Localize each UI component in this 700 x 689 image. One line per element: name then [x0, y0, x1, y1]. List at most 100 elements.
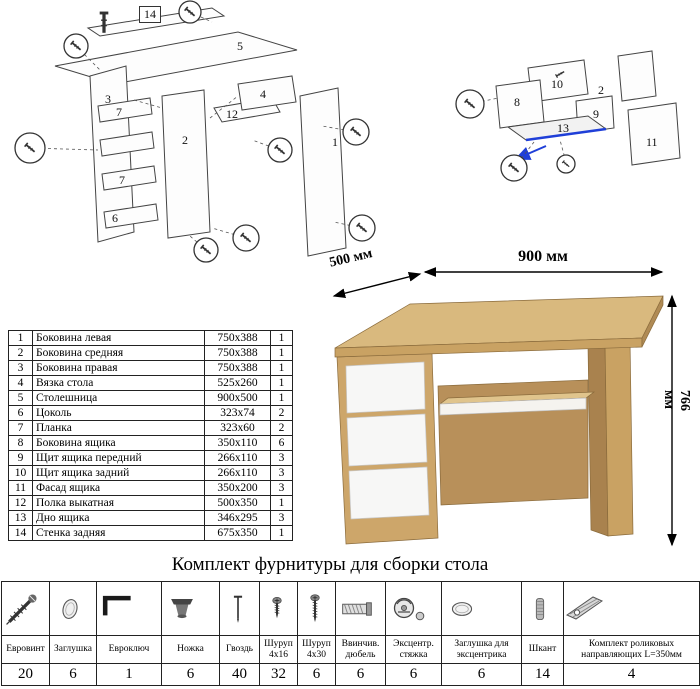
- part-callout-13: 13: [557, 121, 569, 135]
- part-size: 525х260: [204, 375, 271, 391]
- hardware-name: Ввинчив. дюбель: [335, 635, 386, 664]
- hardware-name: Гвоздь: [219, 635, 260, 664]
- part-size: 346х295: [204, 510, 271, 526]
- threaded-dowel-icon: [342, 601, 372, 616]
- height-dimension-label: 766 мм: [661, 390, 692, 411]
- part-qty: 1: [270, 525, 293, 541]
- part-qty: 1: [270, 330, 293, 346]
- part-num: 3: [8, 360, 33, 376]
- hardware-name: Шкант: [521, 635, 564, 664]
- part-callout-10: 10: [551, 77, 563, 91]
- part-name: Боковина левая: [32, 330, 205, 346]
- part-name: Планка: [32, 420, 205, 436]
- hardware-name: Заглушка для эксцентрика: [441, 635, 522, 664]
- confirmat-screw-icon: [6, 593, 37, 625]
- part-size: 675х350: [204, 525, 271, 541]
- part-name: Стенка задняя: [32, 525, 205, 541]
- part-qty: 1: [270, 375, 293, 391]
- part-num: 7: [8, 420, 33, 436]
- hardware-qty: 32: [259, 663, 298, 686]
- hardware-names-row: Евровинт Заглушка Евроключ Ножка Гвоздь …: [1, 635, 700, 664]
- part-name: Щит ящика задний: [32, 465, 205, 481]
- part-num: 2: [8, 345, 33, 361]
- part-size: 750х388: [204, 360, 271, 376]
- part-name: Дно ящика: [32, 510, 205, 526]
- part-num: 10: [8, 465, 33, 481]
- width-dimension-label: 900 мм: [518, 248, 568, 265]
- part-name: Боковина средняя: [32, 345, 205, 361]
- part-qty: 6: [270, 435, 293, 451]
- part-qty: 2: [270, 420, 293, 436]
- part-callout-8: 8: [514, 95, 520, 109]
- right-exploded-diagram: [455, 50, 681, 182]
- hardware-name: Шуруп 4х30: [297, 635, 336, 664]
- part-callout-11: 11: [646, 135, 658, 149]
- part-name: Цоколь: [32, 405, 205, 421]
- part-qty: 2: [270, 405, 293, 421]
- hardware-name: Комплект роликовых направляющих L=350мм: [563, 635, 700, 664]
- part-size: 500х350: [204, 495, 271, 511]
- hardware-icons-row: [1, 581, 700, 636]
- hardware-kit-title: Комплект фурнитуры для сборки стола: [171, 554, 489, 575]
- hardware-name: Евроключ: [96, 635, 162, 664]
- part-num: 13: [8, 510, 33, 526]
- part-callout-2b: 2: [598, 83, 604, 97]
- hardware-name: Шуруп 4х16: [259, 635, 298, 664]
- hardware-qty: 40: [219, 663, 260, 686]
- part-qty: 1: [270, 360, 293, 376]
- part-num: 9: [8, 450, 33, 466]
- hardware-qty: 6: [441, 663, 522, 686]
- part-qty: 3: [270, 450, 293, 466]
- part-callout-3: 3: [105, 92, 111, 106]
- part-size: 323х60: [204, 420, 271, 436]
- part-size: 266х110: [204, 450, 271, 466]
- hardware-table: Евровинт Заглушка Евроключ Ножка Гвоздь …: [1, 581, 700, 686]
- part-name: Полка выкатная: [32, 495, 205, 511]
- part-callout-6: 6: [112, 211, 118, 225]
- part-num: 6: [8, 405, 33, 421]
- desk-render: [332, 267, 677, 547]
- hardware-name: Заглушка: [49, 635, 97, 664]
- hardware-qty-row: 20 6 1 6 40 32 6 6 6 6 14 4: [1, 663, 700, 686]
- drawer-slide-icon: [565, 595, 604, 620]
- part-name: Боковина ящика: [32, 435, 205, 451]
- left-exploded-diagram: [14, 0, 376, 263]
- hardware-qty: 6: [385, 663, 442, 686]
- part-callout-1: 1: [332, 135, 338, 149]
- hardware-qty: 20: [1, 663, 50, 686]
- part-callout-2: 2: [182, 133, 188, 147]
- part-name: Щит ящика передний: [32, 450, 205, 466]
- part-qty: 1: [270, 495, 293, 511]
- part-size: 266х110: [204, 465, 271, 481]
- part-size: 350х200: [204, 480, 271, 496]
- hardware-qty: 4: [563, 663, 700, 686]
- hardware-name: Евровинт: [1, 635, 50, 664]
- hardware-qty: 6: [49, 663, 97, 686]
- cam-lock-icon: [393, 597, 425, 620]
- wooden-dowel-icon: [535, 597, 545, 620]
- part-num: 1: [8, 330, 33, 346]
- hardware-qty: 6: [161, 663, 220, 686]
- part-callout-5: 5: [237, 39, 243, 53]
- part-qty: 3: [270, 510, 293, 526]
- part-callout-7b: 7: [119, 173, 125, 187]
- screw-long-icon: [310, 593, 320, 622]
- part-size: 350х110: [204, 435, 271, 451]
- nail-icon: [233, 595, 243, 623]
- part-size: 900х500: [204, 390, 271, 406]
- part-name: Фасад ящика: [32, 480, 205, 496]
- desk-illustration: [320, 246, 700, 560]
